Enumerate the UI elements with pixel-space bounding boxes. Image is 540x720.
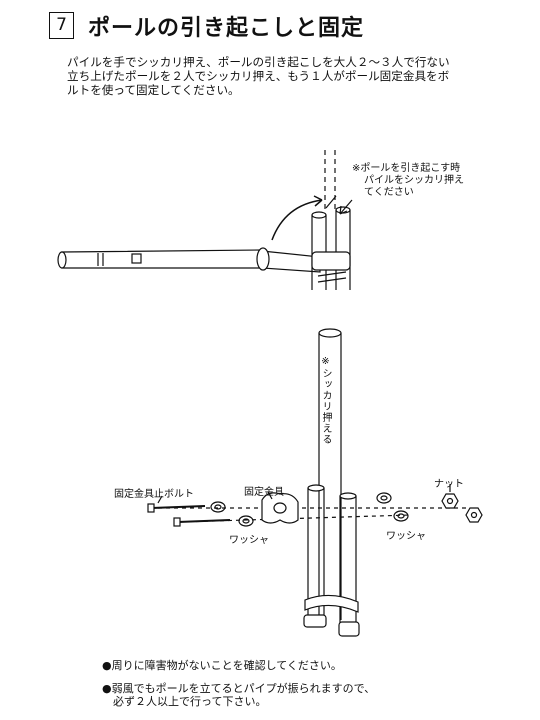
nut-label: ナット [434,479,464,490]
pile-hold-note: ※ポールを引き起こす時 パイルをシッカリ押え てください [352,163,464,199]
hold-firm-note: ※シッカリ押える [320,356,331,445]
note-line: パイルをシッカリ押え [364,175,464,186]
note-item: ●弱風でもポールを立てるとパイプが振られますので、 [102,682,376,695]
instruction-line: パイルを手でシッカリ押え、ポールの引き起こしを大人２〜３人で行ない [67,55,450,69]
note-item: 必ず２人以上で行って下さい。 [113,695,267,708]
bolt-label: 固定金具止ボルト [114,489,194,500]
page-title: ポールの引き起こしと固定 [88,16,365,41]
instruction-line: 立ち上げたポールを２人でシッカリ押え、もう１人がポール固定金具をボ [67,69,450,83]
instruction-line: ルトを使って固定してください。 [67,83,240,97]
note-item: ●周りに障害物がないことを確認してください。 [102,659,342,672]
note-line: てください [364,187,414,198]
instructions: パイルを手でシッカリ押え、ポールの引き起こしを大人２〜３人で行ない 立ち上げたポ… [67,55,507,97]
step-number: 7 [49,12,74,39]
safety-notes: ●周りに障害物がないことを確認してください。 ●弱風でもポールを立てるとパイプが… [102,659,375,708]
note-line: ※ポールを引き起こす時 [352,163,461,174]
bracket-label: 固定金具 [244,487,284,498]
washer-label-right: ワッシャ [386,531,426,542]
washer-label-left: ワッシャ [229,535,269,546]
